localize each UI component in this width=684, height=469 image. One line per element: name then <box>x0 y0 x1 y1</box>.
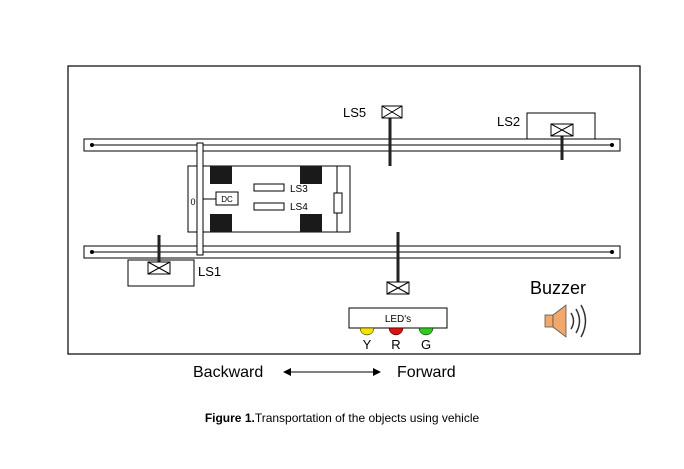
dc-label: DC <box>221 195 233 204</box>
forward-label: Forward <box>397 364 456 381</box>
limit-switch-ls1: LS1 <box>127 235 221 287</box>
ls5-label: LS5 <box>343 105 366 120</box>
limit-switch-ls2: LS2 <box>497 112 596 160</box>
leds-label: LED's <box>385 314 411 325</box>
zero-label: 0 <box>190 197 195 207</box>
caption-prefix: Figure 1. <box>204 411 255 425</box>
vehicle-shaft <box>196 142 204 256</box>
figure-caption: Figure 1.Transportation of the objects u… <box>0 411 684 425</box>
top-rail <box>83 138 621 152</box>
caption-text: Transportation of the objects using vehi… <box>254 411 480 425</box>
vehicle: 0 DC LS3 LS4 <box>187 142 351 256</box>
wheel <box>210 214 232 232</box>
led-r-label: R <box>391 337 400 352</box>
speaker-icon <box>544 304 587 338</box>
bumper <box>333 192 343 214</box>
ls3-label: LS3 <box>290 184 308 195</box>
led-y-label: Y <box>363 337 372 352</box>
limit-switch-ls5: LS5 <box>343 105 403 166</box>
sensor-ls3 <box>253 183 285 192</box>
backward-label: Backward <box>193 364 263 381</box>
bottom-rail <box>83 245 621 259</box>
wheel <box>210 166 232 184</box>
led-g-label: G <box>421 337 431 352</box>
limit-switch-icon <box>550 123 574 137</box>
led-panel: LED's Y R G <box>348 307 448 352</box>
dc-motor <box>215 191 239 206</box>
buzzer-label: Buzzer <box>530 278 586 298</box>
ls1-label: LS1 <box>198 264 221 279</box>
led-sensor <box>386 232 410 295</box>
limit-switch-icon <box>147 261 171 275</box>
led-yellow <box>359 327 375 336</box>
limit-switch-icon <box>381 105 403 119</box>
ls2-label: LS2 <box>497 114 520 129</box>
led-red <box>388 327 404 336</box>
led-green <box>418 327 434 336</box>
limit-switch-icon <box>386 281 410 295</box>
wheel <box>300 214 322 232</box>
ls4-label: LS4 <box>290 202 308 213</box>
sensor-ls4 <box>253 202 285 211</box>
double-arrow-icon <box>283 368 381 376</box>
wheel <box>300 166 322 184</box>
